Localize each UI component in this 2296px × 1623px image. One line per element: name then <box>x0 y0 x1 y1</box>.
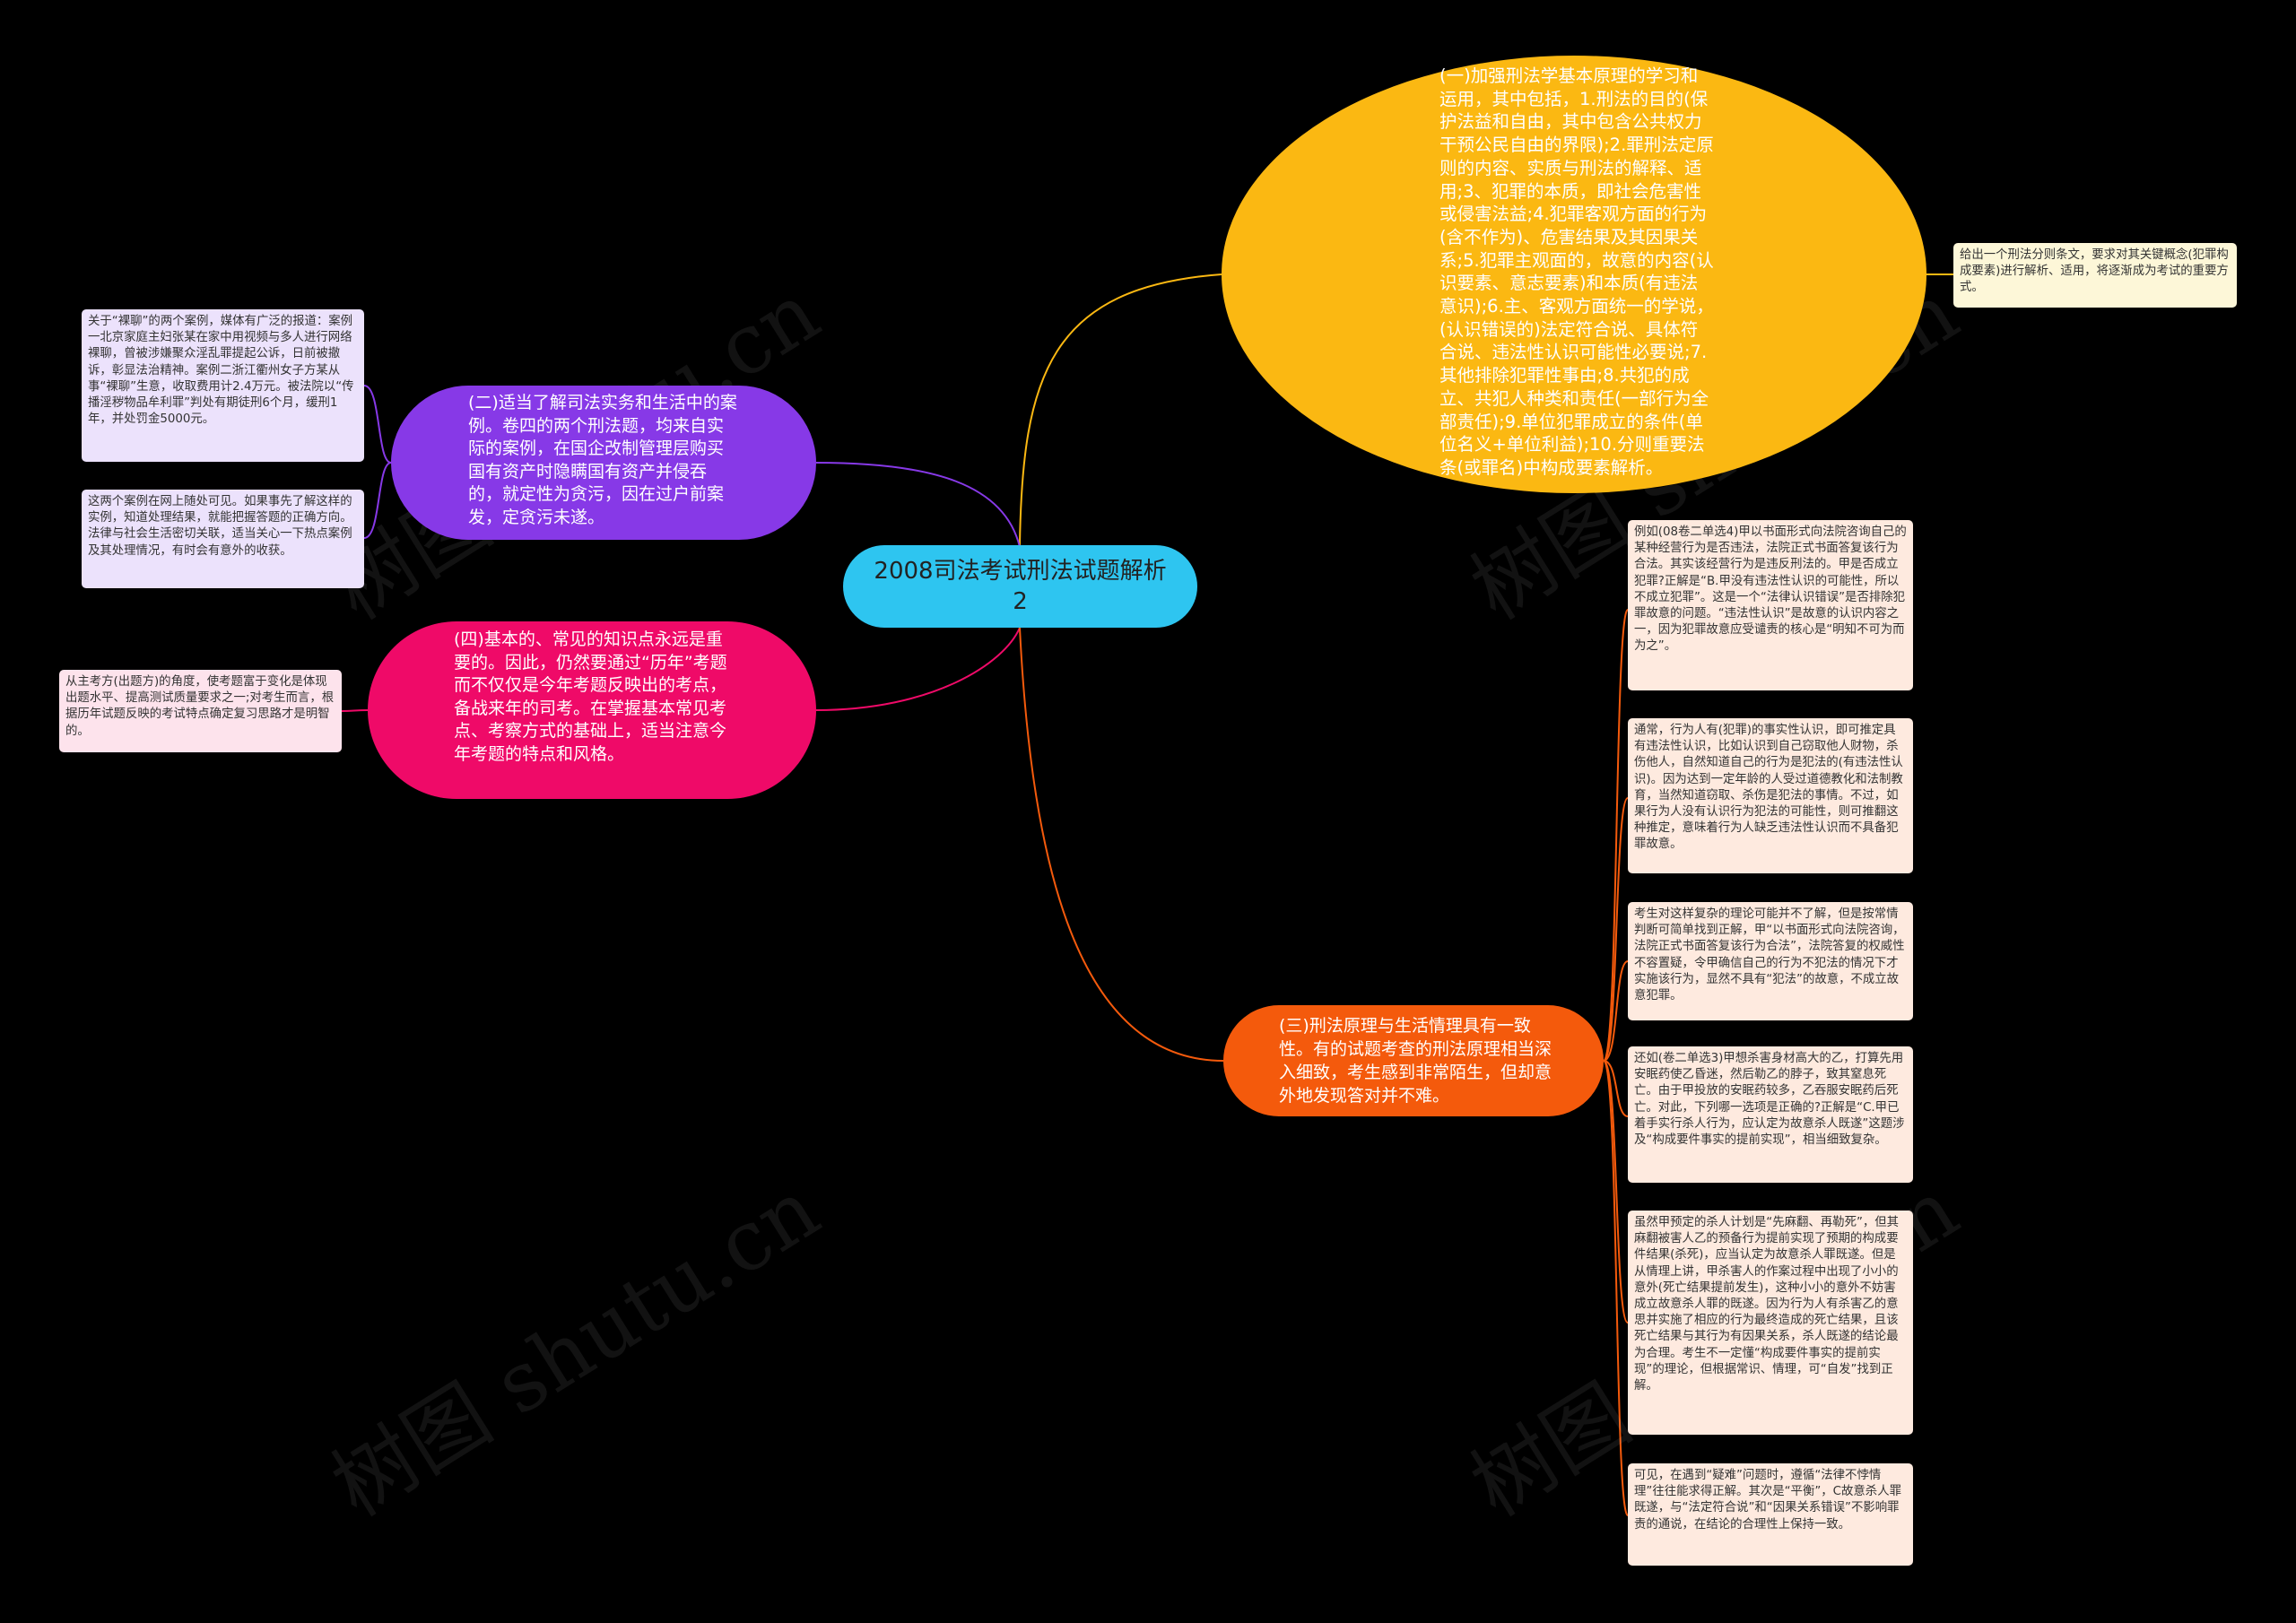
branch-2-node[interactable]: (二)适当了解司法实务和生活中的案例。卷四的两个刑法题，均来自实际的案例，在国企… <box>391 386 816 540</box>
branch-3-leaf-2[interactable]: 通常，行为人有(犯罪)的事实性认识，即可推定具有违法性认识，比如认识到自己窃取他… <box>1628 718 1913 873</box>
link-b4-leaf <box>341 709 369 712</box>
link-b2-leaf1 <box>363 385 392 464</box>
leaf-text: 可见，在遇到“疑难”问题时，遵循“法律不悖情理”往往能求得正解。其次是“平衡”，… <box>1634 1469 1901 1532</box>
link-center-b3 <box>1019 627 1224 1062</box>
branch-4-node[interactable]: (四)基本的、常见的知识点永远是重要的。因此，仍然要通过“历年”考题而不仅仅是今… <box>368 621 816 799</box>
leaf-text: 还如(卷二单选3)甲想杀害身材高大的乙，打算先用安眠药使乙昏迷，然后勒乙的脖子，… <box>1634 1052 1905 1148</box>
branch-3-leaf-1[interactable]: 例如(08卷二单选4)甲以书面形式向法院咨询自己的某种经营行为是否违法，法院正式… <box>1628 520 1913 690</box>
leaf-text: 考生对这样复杂的理论可能并不了解，但是按常情判断可简单找到正解，甲“以书面形式向… <box>1634 907 1905 1003</box>
branch-4-leaf[interactable]: 从主考方(出题方)的角度，使考题富于变化是体现出题水平、提高测试质量要求之一;对… <box>59 670 342 752</box>
link-center-b2 <box>815 462 1021 548</box>
branch3-leaf-links <box>1603 609 1629 1516</box>
leaf-text: 关于“裸聊”的两个案例，媒体有广泛的报道：案例一北京家庭主妇张某在家中用视频与多… <box>88 315 354 427</box>
branch-3-text: (三)刑法原理与生活情理具有一致性。有的试题考查的刑法原理相当深入细致，考生感到… <box>1279 1016 1552 1106</box>
branch-3-leaf-6[interactable]: 可见，在遇到“疑难”问题时，遵循“法律不悖情理”往往能求得正解。其次是“平衡”，… <box>1628 1463 1913 1566</box>
branch-3-node[interactable]: (三)刑法原理与生活情理具有一致性。有的试题考查的刑法原理相当深入细致，考生感到… <box>1223 1005 1604 1116</box>
branch-1-node[interactable]: (一)加强刑法学基本原理的学习和运用，其中包括，1.刑法的目的(保护法益和自由，… <box>1222 56 1926 493</box>
branch-3-leaf-5[interactable]: 虽然甲预定的杀人计划是“先麻翻、再勒死”，但其麻翻被害人乙的预备行为提前实现了预… <box>1628 1211 1913 1435</box>
leaf-text: 虽然甲预定的杀人计划是“先麻翻、再勒死”，但其麻翻被害人乙的预备行为提前实现了预… <box>1634 1216 1900 1393</box>
link-b2-leaf2 <box>363 462 392 539</box>
leaf-text: 给出一个刑法分则条文，要求对其关键概念(犯罪构成要素)进行解析、适用，将逐渐成为… <box>1960 248 2229 295</box>
center-topic[interactable]: 2008司法考试刑法试题解析2 <box>843 545 1197 628</box>
branch-3-leaf-3[interactable]: 考生对这样复杂的理论可能并不了解，但是按常情判断可简单找到正解，甲“以书面形式向… <box>1628 902 1913 1020</box>
leaf-text: 这两个案例在网上随处可见。如果事先了解这样的实例，知道处理结果，就能把握答题的正… <box>88 495 352 558</box>
leaf-text: 从主考方(出题方)的角度，使考题富于变化是体现出题水平、提高测试质量要求之一;对… <box>65 675 335 738</box>
branch-1-text: (一)加强刑法学基本原理的学习和运用，其中包括，1.刑法的目的(保护法益和自由，… <box>1439 65 1714 478</box>
link-center-b1 <box>1019 273 1222 546</box>
leaf-text: 通常，行为人有(犯罪)的事实性认识，即可推定具有违法性认识，比如认识到自己窃取他… <box>1634 724 1903 852</box>
branch-2-leaf-1[interactable]: 关于“裸聊”的两个案例，媒体有广泛的报道：案例一北京家庭主妇张某在家中用视频与多… <box>82 309 364 462</box>
branch-3-leaf-4[interactable]: 还如(卷二单选3)甲想杀害身材高大的乙，打算先用安眠药使乙昏迷，然后勒乙的脖子，… <box>1628 1046 1913 1183</box>
branch-4-text: (四)基本的、常见的知识点永远是重要的。因此，仍然要通过“历年”考题而不仅仅是今… <box>454 629 727 764</box>
branch-2-text: (二)适当了解司法实务和生活中的案例。卷四的两个刑法题，均来自实际的案例，在国企… <box>468 393 737 527</box>
branch-1-leaf[interactable]: 给出一个刑法分则条文，要求对其关键概念(犯罪构成要素)进行解析、适用，将逐渐成为… <box>1953 243 2237 308</box>
branch-2-leaf-2[interactable]: 这两个案例在网上随处可见。如果事先了解这样的实例，知道处理结果，就能把握答题的正… <box>82 490 364 588</box>
leaf-text: 例如(08卷二单选4)甲以书面形式向法院咨询自己的某种经营行为是否违法，法院正式… <box>1634 525 1907 654</box>
center-topic-text: 2008司法考试刑法试题解析2 <box>874 558 1167 615</box>
link-center-b4 <box>815 627 1021 711</box>
